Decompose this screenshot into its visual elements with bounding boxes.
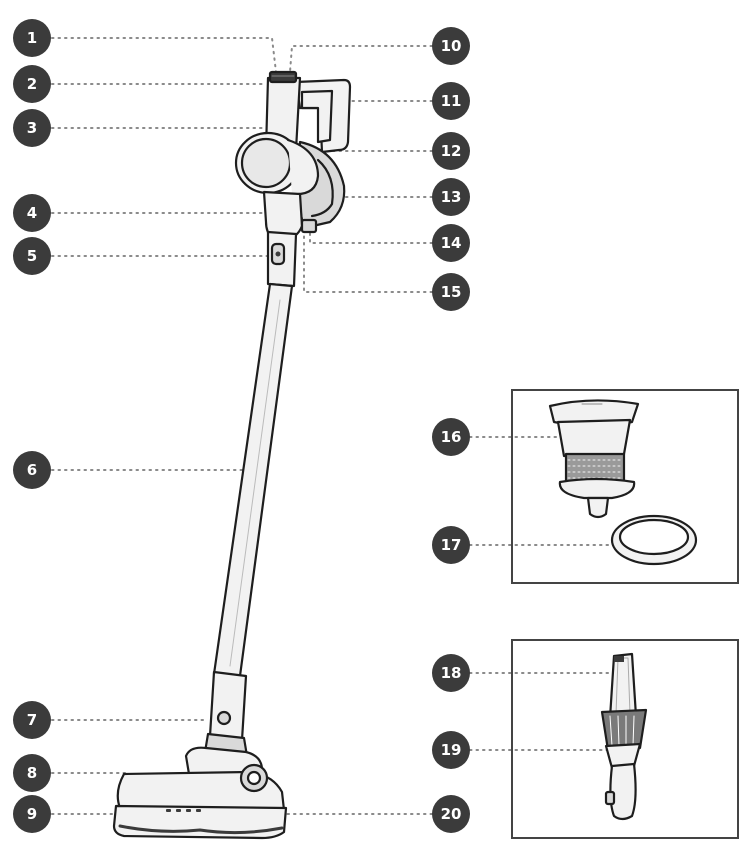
- callout-10: 10: [432, 27, 470, 65]
- filter-spout: [586, 496, 610, 519]
- callout-19: 19: [432, 731, 470, 769]
- extension-tube: [212, 282, 294, 678]
- battery-window: [300, 89, 334, 144]
- leader-10: [289, 45, 433, 73]
- callout-4: 4: [13, 194, 51, 232]
- headlight-leds: [166, 809, 201, 812]
- callout-9: 9: [13, 795, 51, 833]
- vacuum-body: [234, 70, 352, 288]
- power-button: [268, 70, 298, 84]
- leader-1: [51, 37, 277, 73]
- leader-14: [309, 231, 433, 244]
- leader-lines: [51, 37, 651, 815]
- callout-13: 13: [432, 178, 470, 216]
- filter-base-flange: [558, 477, 636, 500]
- callout-6: 6: [13, 451, 51, 489]
- neck-release-button: [216, 710, 232, 726]
- crevice-tool-set-inset: [511, 639, 739, 839]
- callout-7: 7: [13, 701, 51, 739]
- filter-inset-drawing: [548, 399, 698, 566]
- callout-1: 1: [13, 19, 51, 57]
- callout-5: 5: [13, 237, 51, 275]
- callout-17: 17: [432, 526, 470, 564]
- callout-12: 12: [432, 132, 470, 170]
- callout-15: 15: [432, 273, 470, 311]
- callout-2: 2: [13, 65, 51, 103]
- callout-3: 3: [13, 109, 51, 147]
- callout-16: 16: [432, 418, 470, 456]
- callout-11: 11: [432, 82, 470, 120]
- callout-8: 8: [13, 754, 51, 792]
- callout-14: 14: [432, 224, 470, 262]
- dust-bin-cap: [240, 137, 292, 189]
- crevice-inset-drawing: [600, 652, 648, 821]
- leader-15: [303, 231, 433, 293]
- callout-20: 20: [432, 795, 470, 833]
- callout-18: 18: [432, 654, 470, 692]
- floor-head: [112, 763, 288, 840]
- filter-set-inset: [511, 389, 739, 584]
